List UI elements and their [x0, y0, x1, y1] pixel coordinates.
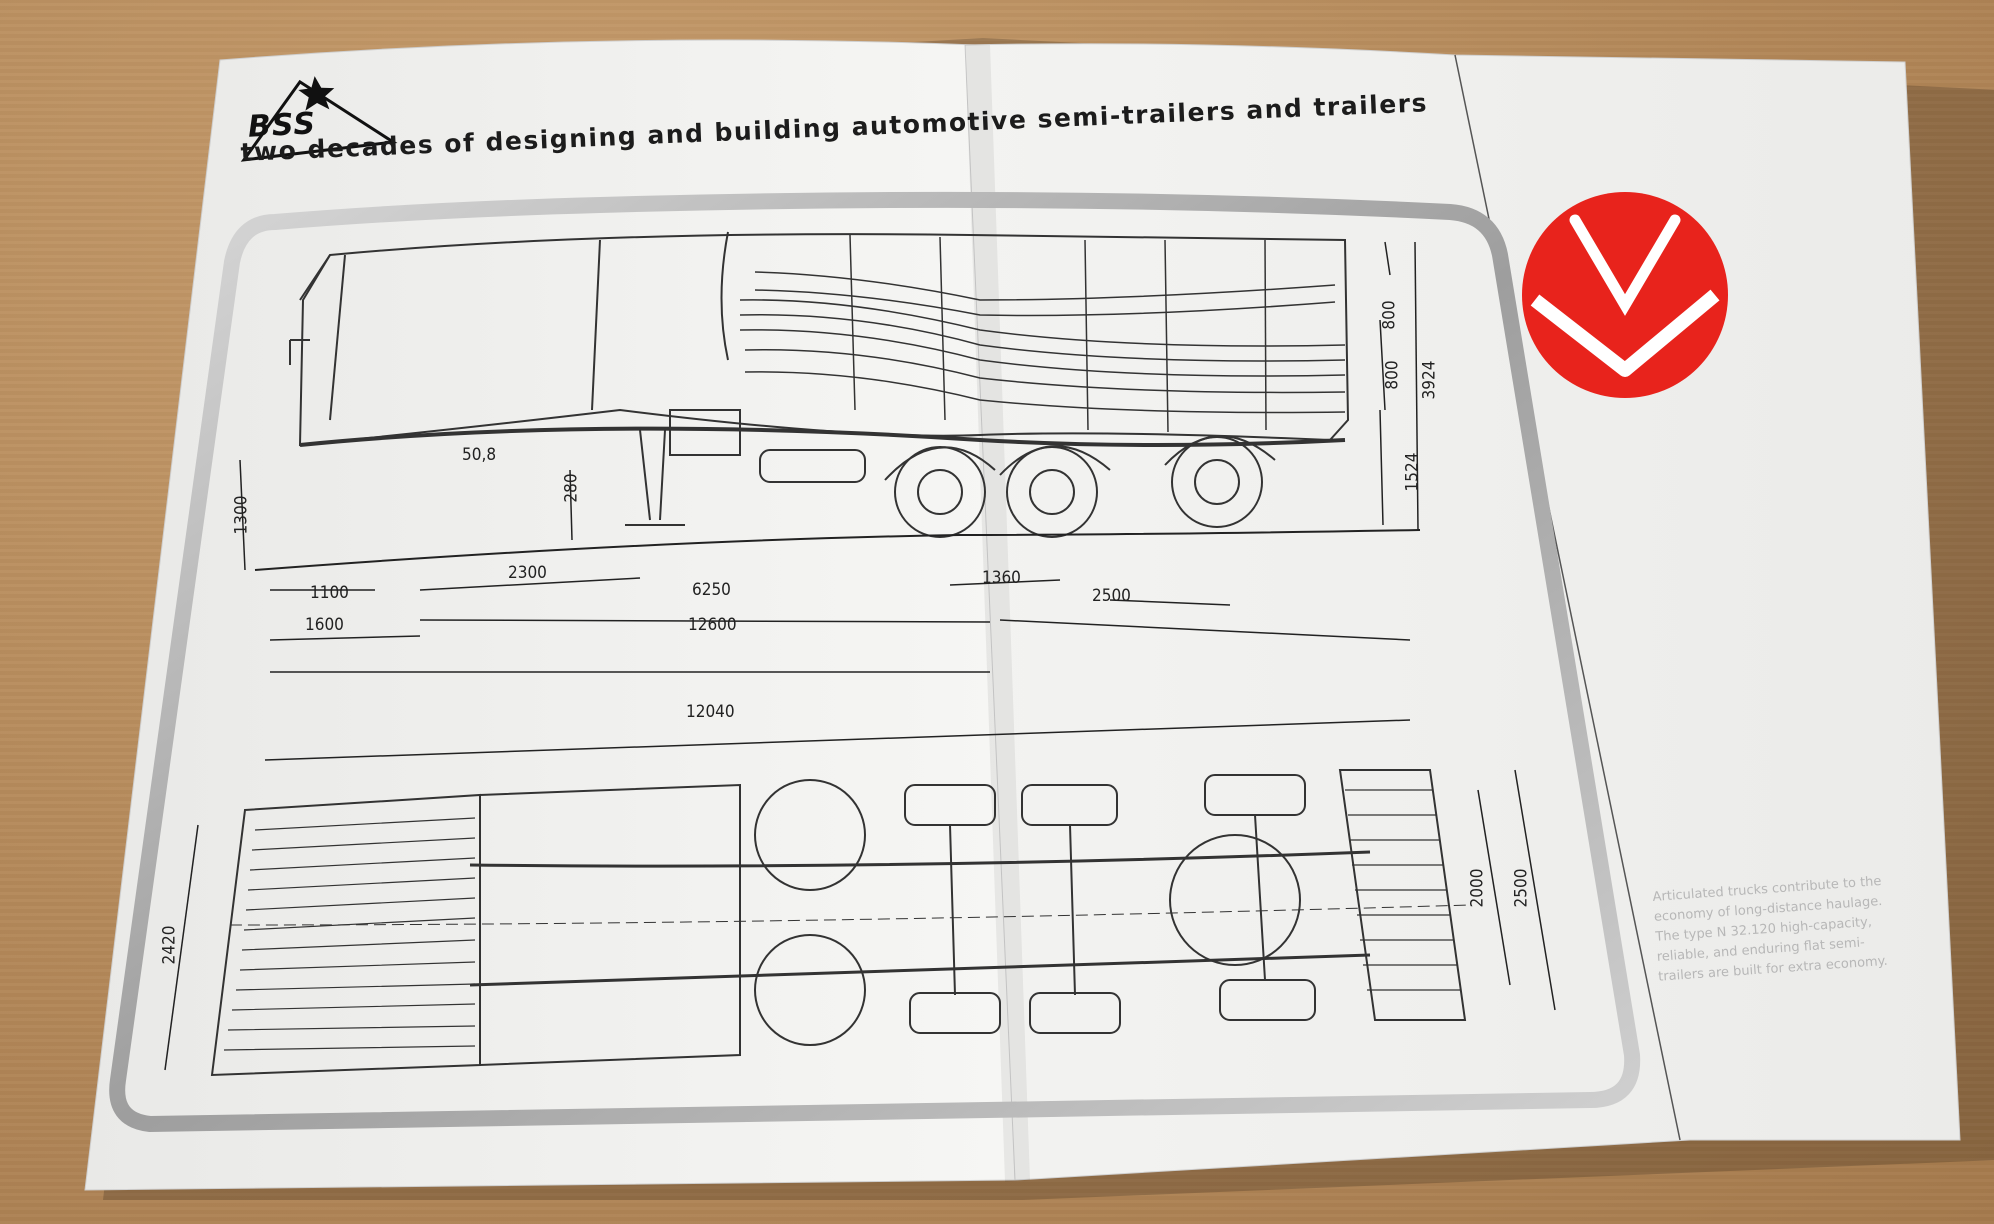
dim-2500-side: 2500	[1092, 586, 1131, 606]
bss-logo	[240, 76, 398, 162]
left-page	[84, 39, 1016, 1191]
dim-2500-top: 2500	[1511, 868, 1532, 908]
dim-800-upper: 800	[1379, 300, 1400, 330]
dim-1360: 1360	[982, 568, 1021, 588]
dim-800-lower: 800	[1382, 360, 1403, 390]
dim-2420: 2420	[159, 925, 180, 965]
tire-pair-2	[1021, 784, 1118, 826]
dim-1300: 1300	[231, 495, 252, 535]
caption-text: Articulated trucks contribute to the eco…	[1652, 874, 1889, 985]
dim-1524: 1524	[1402, 452, 1423, 492]
dim-1600: 1600	[305, 615, 344, 635]
top-view-drawing	[210, 769, 1471, 1077]
dimension-lines-top	[164, 769, 1556, 1071]
dim-1100: 1100	[310, 583, 349, 603]
red-arrow-logo	[1522, 192, 1728, 398]
dim-2000: 2000	[1467, 868, 1488, 908]
dimension-lines-side	[239, 241, 1419, 761]
dim-2300: 2300	[508, 563, 547, 583]
dim-280: 280	[561, 473, 582, 503]
dim-6250: 6250	[692, 580, 731, 600]
dim-50-8: 50,8	[462, 445, 497, 465]
silver-frame	[109, 191, 1641, 1133]
dim-12040: 12040	[686, 702, 735, 722]
side-view-drawing	[254, 231, 1421, 571]
dim-3924: 3924	[1419, 360, 1440, 400]
dim-12600: 12600	[688, 615, 737, 635]
